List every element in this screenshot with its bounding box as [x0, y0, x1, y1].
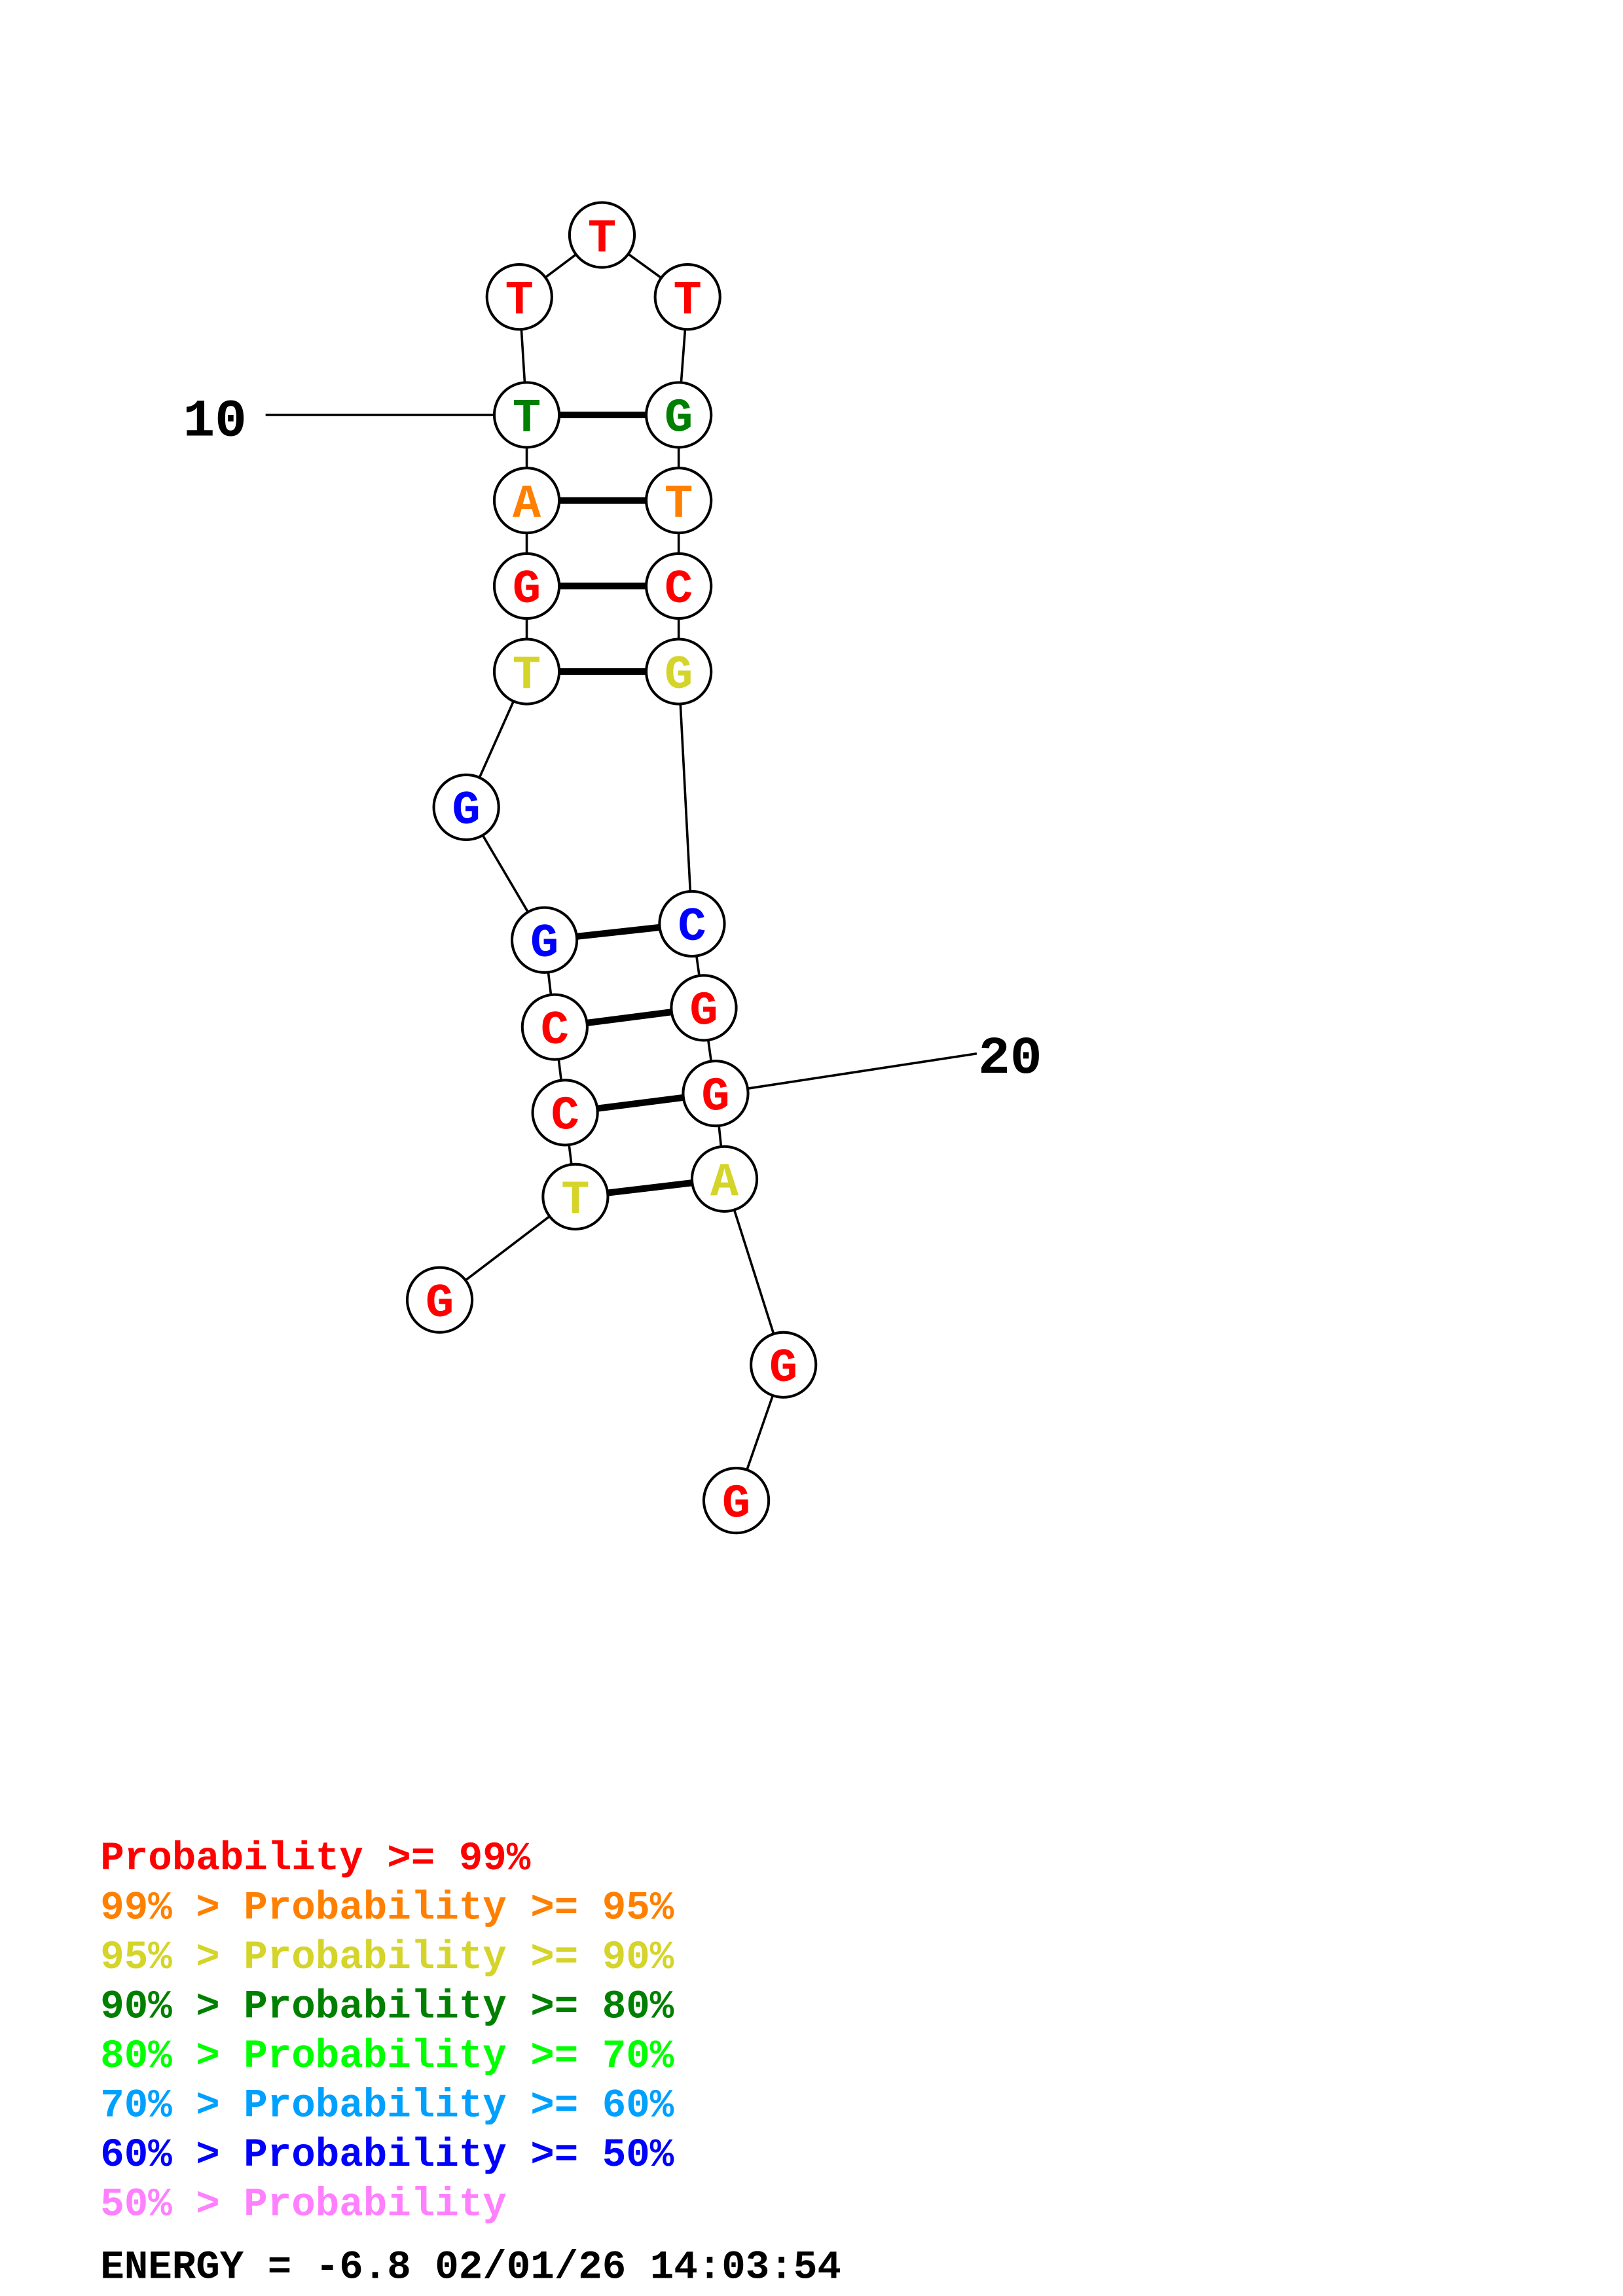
legend-line: 50% > Probability	[100, 2183, 507, 2228]
backbone	[439, 234, 785, 1501]
nucleotide-letter: G	[665, 392, 693, 446]
nucleotide-letter: G	[426, 1277, 454, 1331]
nucleotide-circle	[405, 1266, 474, 1334]
nucleotide-letter: G	[513, 563, 541, 617]
nucleotide-circle	[690, 1145, 759, 1213]
nucleotide-letter: G	[530, 917, 558, 971]
nucleotide: G	[405, 1266, 474, 1334]
nucleotide: G	[645, 637, 713, 706]
nucleotide-circle	[645, 637, 713, 706]
nucleotide-letter: A	[513, 477, 541, 531]
nucleotide-letter: C	[678, 901, 706, 954]
legend-line: 80% > Probability >= 70%	[100, 2034, 674, 2079]
nucleotide: G	[645, 381, 713, 449]
nucleotide: C	[645, 552, 713, 620]
nucleotide-circle	[492, 467, 561, 535]
nucleotide: G	[670, 974, 738, 1042]
nucleotide-circle	[568, 201, 636, 269]
nucleotide: T	[653, 263, 721, 331]
nucleotide-letter: C	[551, 1090, 579, 1143]
energy-footer: ENERGY = -6.8 02/01/26 14:03:54	[100, 2245, 841, 2290]
nucleotide-letter: T	[505, 274, 534, 327]
position-labels: 10 20	[183, 391, 1042, 1095]
nucleotide: T	[541, 1162, 610, 1230]
nucleotide-circle	[485, 263, 553, 331]
nucleotide-circle	[645, 381, 713, 449]
nucleotide-circle	[645, 467, 713, 535]
legend-line: Probability >= 99%	[100, 1837, 531, 1882]
nucleotide-circle	[750, 1331, 818, 1399]
nucleotide-letter: G	[689, 985, 718, 1039]
backbone-link	[677, 671, 693, 924]
position-label: 20	[978, 1029, 1042, 1089]
nucleotide: G	[432, 773, 500, 842]
nucleotide: G	[750, 1331, 818, 1399]
nucleotide-letter: G	[665, 649, 693, 702]
legend-line: 99% > Probability >= 95%	[100, 1886, 674, 1931]
nucleotide: G	[492, 552, 561, 620]
nucleotide-circle	[645, 552, 713, 620]
nucleotide-letter: G	[701, 1070, 729, 1124]
nucleotide: G	[510, 906, 579, 974]
nucleotide-circle	[492, 637, 561, 706]
nucleotide-circle	[702, 1467, 771, 1535]
position-label: 10	[183, 391, 246, 452]
nucleotide-circle	[653, 263, 721, 331]
nucleotide-letter: T	[588, 212, 616, 266]
nucleotide-circle	[520, 993, 589, 1061]
legend-line: 70% > Probability >= 60%	[100, 2084, 674, 2129]
nucleotide: G	[702, 1467, 771, 1535]
nucleotide: T	[645, 467, 713, 535]
nucleotide-circle	[658, 889, 726, 958]
nucleotide-letter: T	[513, 392, 541, 446]
nucleotide-letter: T	[513, 649, 541, 702]
nucleotide: C	[658, 889, 726, 958]
nucleotide-letter: A	[710, 1156, 739, 1210]
nucleotide-letter: T	[561, 1174, 589, 1227]
legend-line: 90% > Probability >= 80%	[100, 1985, 674, 2030]
nucleotide: T	[492, 637, 561, 706]
nucleotide: G	[682, 1060, 750, 1128]
nucleotide-letter: C	[541, 1004, 569, 1058]
nucleotide: A	[690, 1145, 759, 1213]
nucleotide-circle	[510, 906, 579, 974]
nucleotide-circle	[670, 974, 738, 1042]
nucleotide-letter: C	[665, 563, 693, 617]
nucleotide: T	[568, 201, 636, 269]
nucleotide-letter: G	[769, 1342, 797, 1395]
nucleotide-circle	[492, 381, 561, 449]
nucleotide: T	[485, 263, 553, 331]
nucleotide-circle	[682, 1060, 750, 1128]
nucleotide-letter: G	[722, 1477, 750, 1531]
nucleotide: C	[520, 993, 589, 1061]
nucleotide-letter: G	[452, 784, 481, 838]
nucleotide-letter: T	[665, 477, 693, 531]
nucleotide-circle	[531, 1079, 599, 1147]
nucleotide: T	[492, 381, 561, 449]
position-label-line	[715, 1052, 977, 1095]
nucleotide-circle	[432, 773, 500, 842]
probability-legend: Probability >= 99%99% > Probability >= 9…	[100, 1837, 674, 2227]
nucleotide: A	[492, 467, 561, 535]
legend-line: 60% > Probability >= 50%	[100, 2133, 674, 2178]
legend-line: 95% > Probability >= 90%	[100, 1935, 674, 1981]
nucleotide-circle	[492, 552, 561, 620]
nucleotide-circle	[541, 1162, 610, 1230]
nucleotide: C	[531, 1079, 599, 1147]
nucleotide-letter: T	[674, 274, 702, 327]
